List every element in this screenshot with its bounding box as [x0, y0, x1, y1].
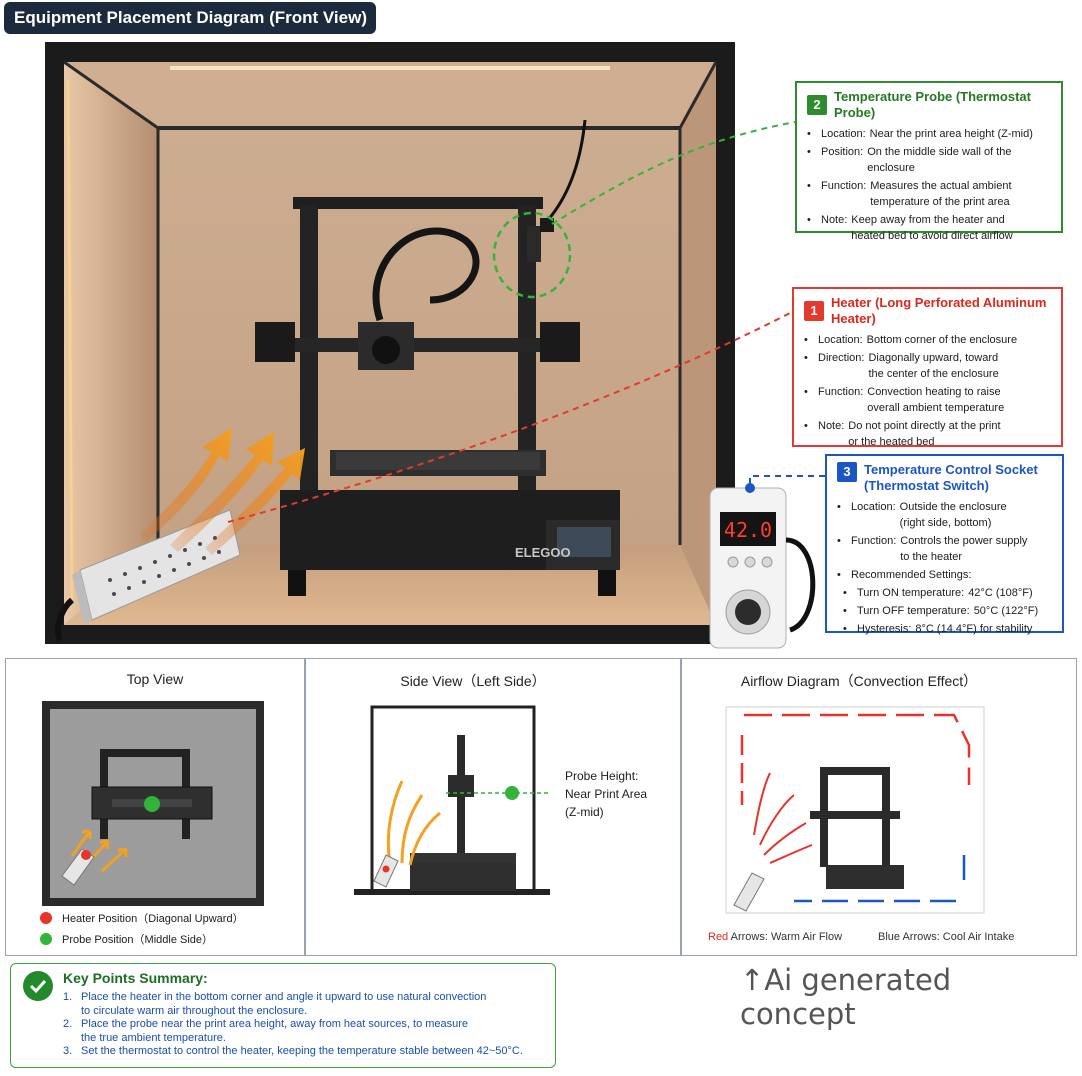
list-item: •Function:Convection heating to raise ov… — [804, 386, 1005, 414]
side-view-diagram — [354, 705, 550, 895]
socket-number-badge: 3 — [837, 462, 857, 482]
ai-generated-note: ↑Ai generated concept — [740, 963, 952, 1031]
list-item: •Location:Bottom corner of the enclosure — [804, 334, 1018, 346]
probe-callout-title: Temperature Probe (Thermostat Probe) — [834, 89, 1031, 120]
airflow-diagram — [725, 706, 985, 914]
front-view-illustration: ELEGOO 42.0 — [45, 42, 825, 649]
probe-legend-dot — [40, 933, 52, 945]
list-item: •Function:Measures the actual ambient te… — [807, 180, 1012, 208]
warm-legend-word: Red — [708, 931, 729, 943]
summary-point: 2.Place the probe near the print area he… — [63, 1018, 469, 1044]
probe-height-dot — [505, 786, 519, 800]
top-view-panel: Top View Heater Position（Diagonal Upward… — [5, 658, 305, 956]
summary-point: 1.Place the heater in the bottom corner … — [63, 991, 487, 1017]
key-points-summary: Key Points Summary: 1.Place the heater i… — [10, 963, 556, 1068]
temperature-probe — [527, 119, 587, 262]
probe-leader-line — [551, 121, 796, 225]
warm-legend-text: Arrows: Warm Air Flow — [728, 931, 843, 943]
checkmark-icon — [23, 971, 53, 1001]
probe-callout: 2 Temperature Probe (Thermostat Probe) •L… — [795, 81, 1063, 242]
probe-highlight-circle — [492, 211, 572, 299]
heater-callout-title: Heater (Long Perforated Aluminum Heater) — [831, 295, 1047, 326]
summary-point: 3.Set the thermostat to control the heat… — [63, 1045, 523, 1057]
3d-printer — [255, 197, 620, 596]
legend-heater: Heater Position（Diagonal Upward） — [40, 910, 244, 926]
list-item: •Note:Keep away from the heater and heat… — [807, 214, 1013, 242]
socket-leader-line — [749, 475, 825, 484]
list-item: •Recommended Settings: — [837, 569, 972, 581]
list-item: •Location:Outside the enclosure (right s… — [837, 501, 1007, 529]
list-item: •Turn OFF temperature:50°C (122°F) — [843, 605, 1039, 617]
side-view-title: Side View（Left Side） — [400, 673, 546, 689]
socket-callout-title: Temperature Control Socket (Thermostat S… — [864, 462, 1038, 493]
thermostat-display: 42.0 — [724, 518, 772, 542]
warm-air-legend: Red Arrows: Warm Air Flow — [708, 931, 842, 943]
heater-position-dot — [81, 850, 91, 860]
heater-leader-line — [227, 311, 793, 523]
printer-brand-logo: ELEGOO — [515, 545, 571, 560]
top-view-title: Top View — [126, 671, 184, 687]
airflow-title: Airflow Diagram（Convection Effect） — [740, 673, 978, 689]
list-item: •Note:Do not point directly at the print… — [804, 420, 1001, 448]
list-item: •Location:Near the print area height (Z-… — [807, 128, 1033, 140]
list-item: •Position:On the middle side wall of the… — [807, 146, 1012, 174]
top-view-diagram — [42, 701, 264, 906]
list-item: •Function:Controls the power supply to t… — [837, 535, 1028, 563]
side-view-panel: Side View（Left Side） Probe Height: Near … — [305, 658, 681, 956]
probe-position-dot — [144, 796, 160, 812]
heater — [55, 509, 241, 642]
thermostat-socket — [709, 483, 816, 649]
list-item: •Hysteresis:8°C (14.4°F) for stability — [843, 623, 1033, 635]
probe-height-label: Probe Height: Near Print Area (Z-mid) — [565, 769, 648, 819]
airflow-panel: Airflow Diagram（Convection Effect） Red A… — [681, 658, 1077, 956]
legend-probe: Probe Position（Middle Side） — [40, 931, 213, 947]
socket-callout: 3 Temperature Control Socket (Thermostat … — [825, 454, 1064, 635]
probe-number-badge: 2 — [807, 95, 827, 115]
list-item: •Direction:Diagonally upward, toward the… — [804, 352, 999, 380]
warm-air-arrows — [140, 428, 305, 555]
list-item: •Turn ON temperature:42°C (108°F) — [843, 587, 1033, 599]
page-title: Equipment Placement Diagram (Front View) — [4, 2, 376, 34]
heater-legend-dot — [40, 912, 52, 924]
summary-title: Key Points Summary: — [63, 970, 208, 986]
heater-callout: 1 Heater (Long Perforated Aluminum Heater… — [792, 287, 1063, 448]
cool-air-legend: Blue Arrows: Cool Air Intake — [878, 931, 1015, 943]
heater-number-badge: 1 — [804, 301, 824, 321]
